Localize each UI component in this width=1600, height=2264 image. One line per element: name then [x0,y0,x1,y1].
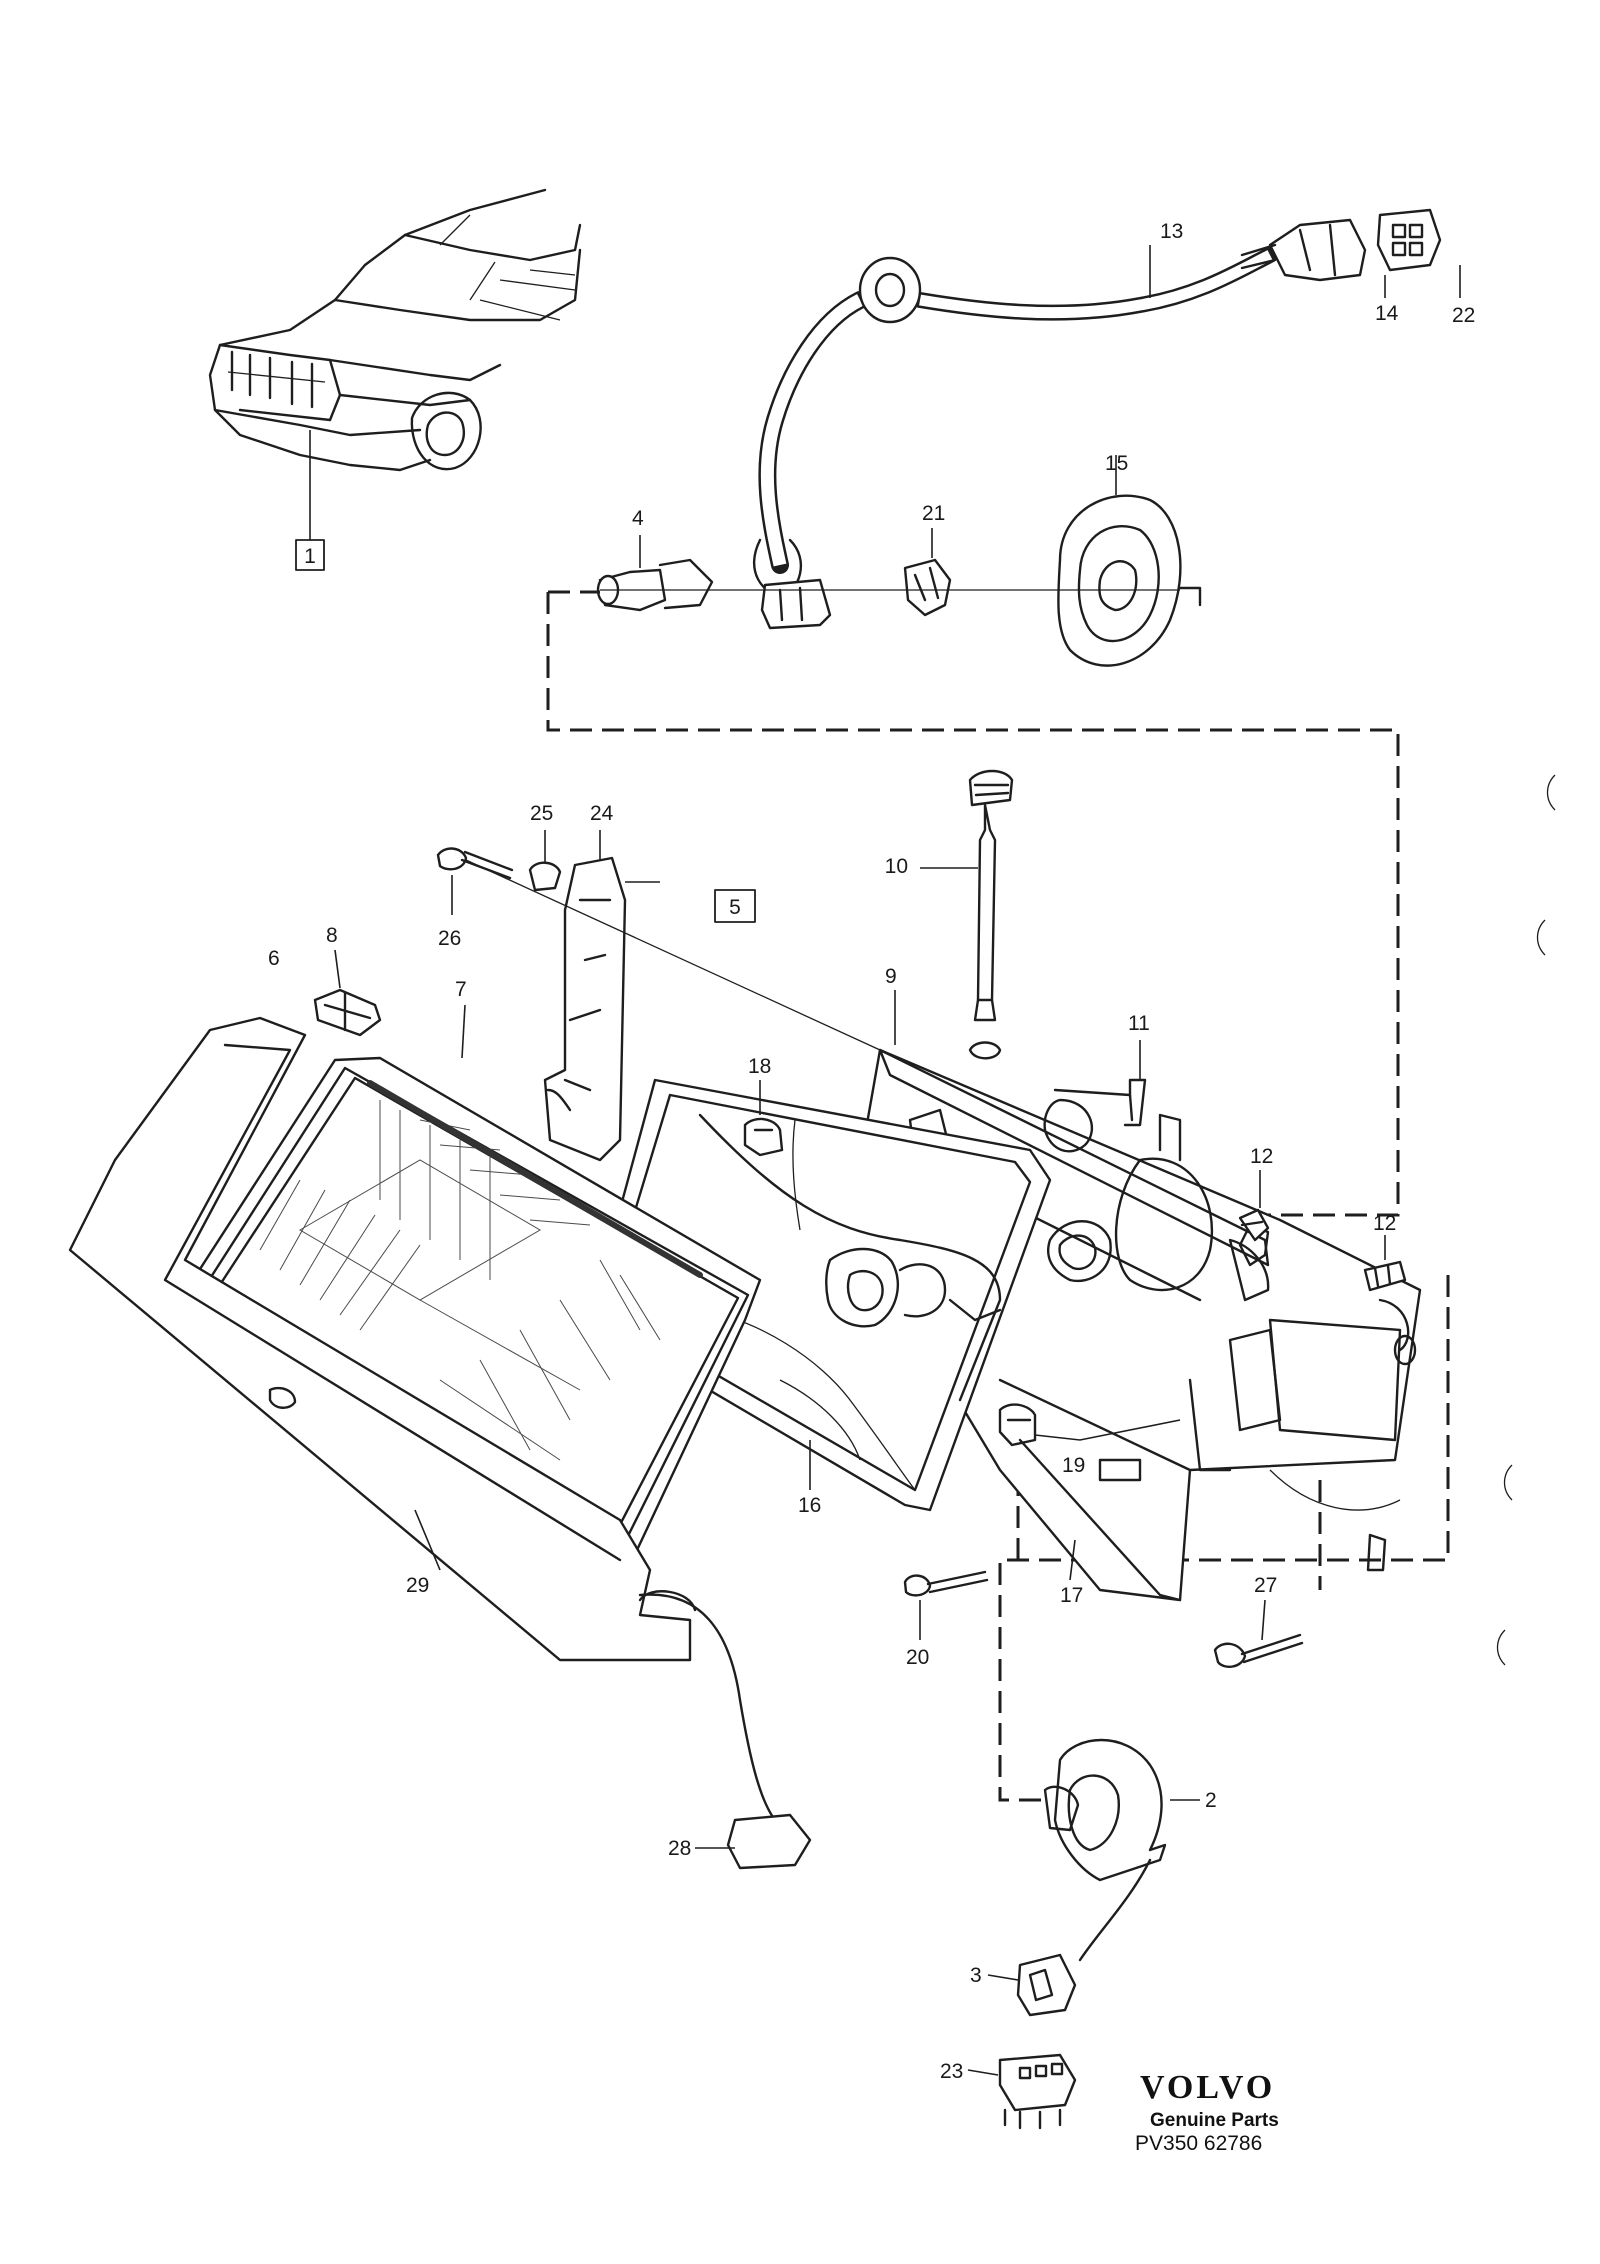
support-bracket [543,830,660,1162]
callout-14: 14 [1375,302,1399,325]
aiming-adjuster [920,769,1014,1060]
callout-24: 24 [590,802,614,825]
callout-16: 16 [798,1494,821,1517]
callout-28: 28 [668,1837,691,1860]
ref-box-5-frame [714,889,756,923]
callout-25: 25 [530,802,553,825]
wiring-harness-group [752,208,1461,602]
retaining-clip-18 [743,1080,801,1231]
bulb-connector [760,578,832,630]
callout-26: 26 [438,927,461,950]
callout-4: 4 [632,507,644,530]
sensor-with-cable [638,1593,812,1870]
callout-2: 2 [1205,1789,1217,1812]
callout-17: 17 [1060,1584,1083,1607]
adjustment-screws [1238,1170,1407,1292]
callout-23: 23 [940,2060,963,2083]
dust-cover [1057,455,1202,667]
callout-27: 27 [1254,1574,1277,1597]
callout-29: 29 [406,1574,429,1597]
callout-9: 9 [885,965,897,988]
callout-21: 21 [922,502,945,525]
lower-trim-strip [1018,1438,1182,1602]
callout-19: 19 [1062,1454,1085,1477]
assembly-reference-line-top [546,590,1400,1217]
nut-25 [528,830,562,892]
callout-20: 20 [906,1646,929,1669]
mounting-bolt-26 [436,847,881,1051]
retaining-clip-8 [313,949,382,1037]
margin-mark [1546,774,1556,811]
halogen-bulb [596,535,714,612]
diagram-code: PV350 62786 [1135,2132,1262,2155]
lamp-connector-3 [987,1953,1077,2017]
lamp-connector-23 [967,2053,1077,2130]
callout-18: 18 [748,1055,771,1078]
ref-box-5: 5 [729,896,741,919]
retaining-clip-21 [903,528,952,617]
callout-3: 3 [970,1964,982,1987]
callout-12-upper: 12 [1250,1145,1273,1168]
callout-12-lower: 12 [1373,1212,1396,1235]
genuine-parts-label: Genuine Parts [1150,2110,1279,2131]
callout-15: 15 [1105,452,1128,475]
margin-mark [1496,1629,1506,1666]
callout-8: 8 [326,924,338,947]
callout-13: 13 [1160,220,1183,243]
retaining-clip-19 [998,1403,1181,1447]
margin-mark [1536,919,1546,956]
callout-10: 10 [885,855,908,878]
parking-lamp-holder [1043,1738,1200,1962]
screw-20 [903,1570,989,1640]
vehicle-location-illustration: 1 [208,188,582,571]
callout-7: 7 [455,978,467,1001]
mounting-bracket-11 [1053,1040,1147,1127]
callout-22: 22 [1452,304,1475,327]
headlamp-trim-panel [68,1016,697,1662]
screw-27 [1213,1599,1304,1668]
margin-mark [1503,1464,1513,1501]
ref-box-1: 1 [304,545,316,568]
callout-11: 11 [1128,1012,1150,1035]
callout-6: 6 [268,947,280,970]
volvo-logo: VOLVO [1140,2069,1275,2106]
